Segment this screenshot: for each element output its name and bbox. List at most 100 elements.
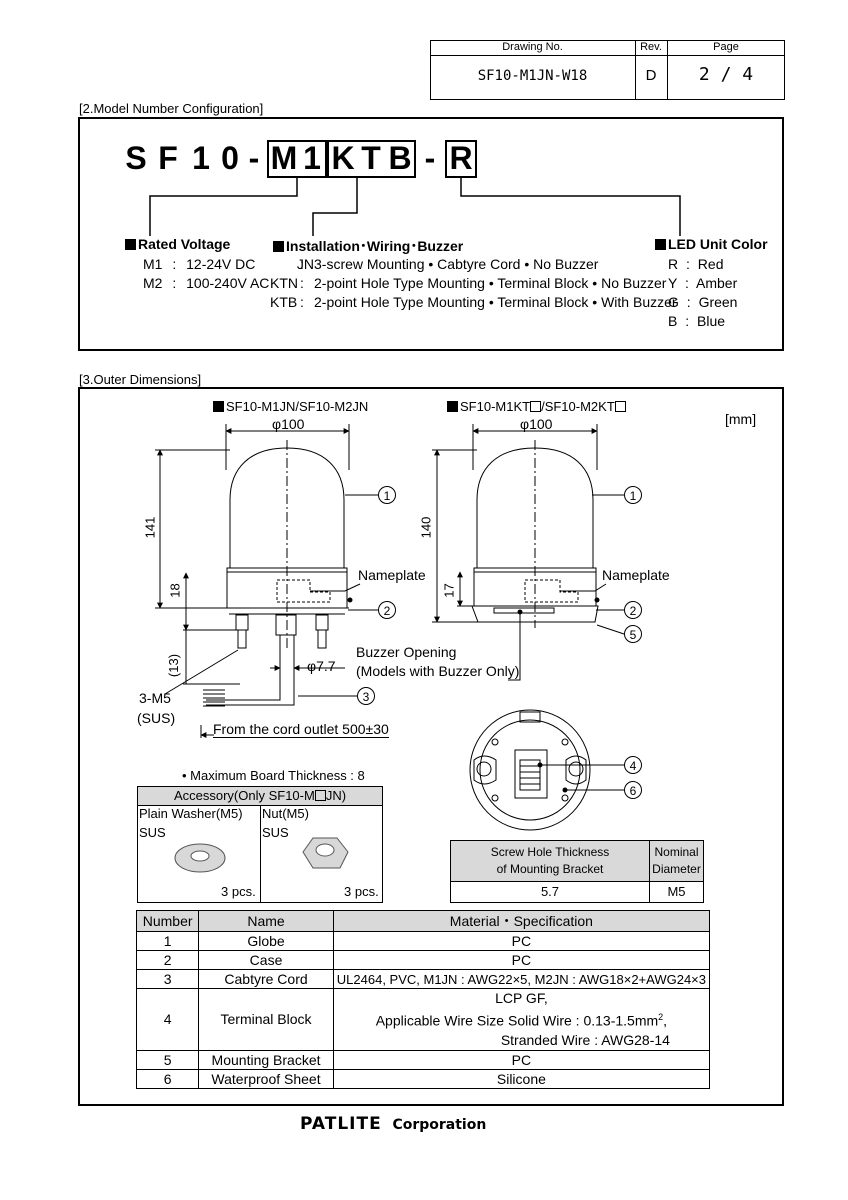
row-number: 1 — [135, 931, 200, 951]
washer-name: Plain Washer(M5) — [139, 806, 243, 821]
voltage-option-m1: M1 : 12-24V DC — [143, 256, 256, 272]
buzzer-opening-label: Buzzer Opening — [356, 644, 457, 660]
table-row: 2 Case PC — [135, 950, 711, 970]
title-block — [430, 40, 785, 100]
unit-label: [mm] — [725, 411, 757, 427]
outer-dimensions-section — [78, 387, 784, 1106]
row-spec: PC — [332, 1049, 711, 1070]
callout-5: 5 — [624, 625, 642, 643]
rated-voltage-heading: Rated Voltage — [125, 236, 230, 252]
callout-6: 6 — [624, 781, 642, 799]
callout-2-right: 2 — [624, 601, 642, 619]
installation-heading: Installation･Wiring･Buzzer — [273, 236, 463, 256]
color-option: G : Green — [668, 294, 738, 310]
row-name: Cabtyre Cord — [198, 969, 334, 989]
callout-4: 4 — [624, 756, 642, 774]
materials-table: Number Name Material・Specification 1 Glo… — [135, 910, 711, 1089]
table-row: 1 Globe PC — [135, 931, 711, 951]
callout-3: 3 — [357, 687, 375, 705]
row-spec: PC — [332, 950, 711, 970]
washer-qty: 3 pcs. — [221, 884, 256, 899]
drawing-no-label: Drawing No. — [502, 41, 563, 53]
model-char: - — [424, 140, 436, 176]
color-option: Y : Amber — [668, 275, 738, 291]
voltage-code-box — [267, 140, 327, 178]
model-char: M — [270, 140, 298, 176]
color-option: R : Red — [668, 256, 724, 272]
row-name: Mounting Bracket — [198, 1049, 334, 1070]
row-spec: LCP GF, Applicable Wire Size Solid Wire … — [332, 988, 711, 1051]
drawing-number: SF10-M1JN-W18 — [477, 68, 588, 84]
model-leader-lines — [149, 178, 681, 236]
voltage-option-m2: M2 : 100-240V AC — [143, 275, 270, 291]
footer-brand: PATLITE Corporation — [300, 1114, 487, 1134]
nameplate-label-right: Nameplate — [602, 567, 670, 583]
revision: D — [645, 67, 657, 84]
cord-length: From the cord outlet 500±30 — [213, 721, 389, 738]
nut-qty: 3 pcs. — [344, 884, 379, 899]
callout-2-left: 2 — [378, 601, 396, 619]
left-diameter: φ100 — [272, 416, 305, 432]
row-number: 4 — [135, 988, 200, 1051]
row-name: Waterproof Sheet — [198, 1068, 334, 1089]
cord-diameter: φ7.7 — [307, 658, 336, 674]
header-number: Number — [135, 910, 200, 932]
max-board-thickness: • Maximum Board Thickness : 8 — [182, 768, 365, 783]
header-spec: Material・Specification — [332, 910, 711, 932]
row-spec: PC — [332, 931, 711, 951]
model-config-section — [78, 117, 784, 351]
model-char: R — [449, 140, 473, 176]
row-spec: Silicone — [332, 1068, 711, 1089]
model-char: K — [331, 140, 355, 176]
header-name: Name — [198, 910, 334, 932]
row-name: Case — [198, 950, 334, 970]
table-row: 6 Waterproof Sheet Silicone — [135, 1068, 711, 1089]
table-row: 3 Cabtyre Cord UL2464, PVC, M1JN : AWG22… — [135, 969, 711, 989]
install-sep: : — [300, 294, 304, 310]
installation-code-box — [327, 140, 416, 178]
page-number: 2 / 4 — [698, 64, 754, 85]
install-desc: 3-screw Mounting • Cabtyre Cord • No Buz… — [314, 256, 599, 272]
buzzer-opening-note: (Models with Buzzer Only) — [356, 663, 520, 679]
model-char: F — [158, 140, 178, 176]
model-config-label: [2.Model Number Configuration] — [79, 101, 264, 116]
model-char: - — [248, 140, 260, 176]
color-option: B : Blue — [668, 313, 726, 329]
materials-header-row: Number Name Material・Specification — [135, 910, 711, 932]
screw-label: 3-M5 — [139, 690, 171, 706]
model-char: 0 — [221, 140, 239, 176]
table-row: 5 Mounting Bracket PC — [135, 1049, 711, 1070]
nut-cell — [260, 805, 383, 903]
right-view-title: SF10-M1KT/SF10-M2KT — [447, 399, 626, 414]
install-code: JN — [296, 256, 314, 272]
left-view-title: SF10-M1JN/SF10-M2JN — [213, 399, 368, 414]
row-name: Globe — [198, 931, 334, 951]
washer-material: SUS — [139, 825, 166, 840]
install-sep: : — [300, 275, 304, 291]
install-desc: 2-point Hole Type Mounting • Terminal Bl… — [314, 294, 677, 310]
table-row: 4 Terminal Block LCP GF, Applicable Wire… — [135, 988, 711, 1051]
right-diameter: φ100 — [520, 416, 553, 432]
model-char: 1 — [303, 140, 321, 176]
nut-material: SUS — [262, 825, 289, 840]
model-char: T — [361, 140, 381, 176]
screw-material: (SUS) — [137, 710, 176, 726]
nut-name: Nut(M5) — [262, 806, 309, 821]
model-char: B — [388, 140, 412, 176]
row-number: 2 — [135, 950, 200, 970]
row-spec: UL2464, PVC, M1JN : AWG22×5, M2JN : AWG1… — [332, 969, 711, 989]
screw-table-value-1: 5.7 — [450, 881, 650, 903]
row-number: 6 — [135, 1068, 200, 1089]
row-name: Terminal Block — [198, 988, 334, 1051]
row-number: 5 — [135, 1049, 200, 1070]
color-code-box — [445, 140, 477, 178]
callout-1-left: 1 — [378, 486, 396, 504]
model-char: 1 — [192, 140, 210, 176]
row-number: 3 — [135, 969, 200, 989]
